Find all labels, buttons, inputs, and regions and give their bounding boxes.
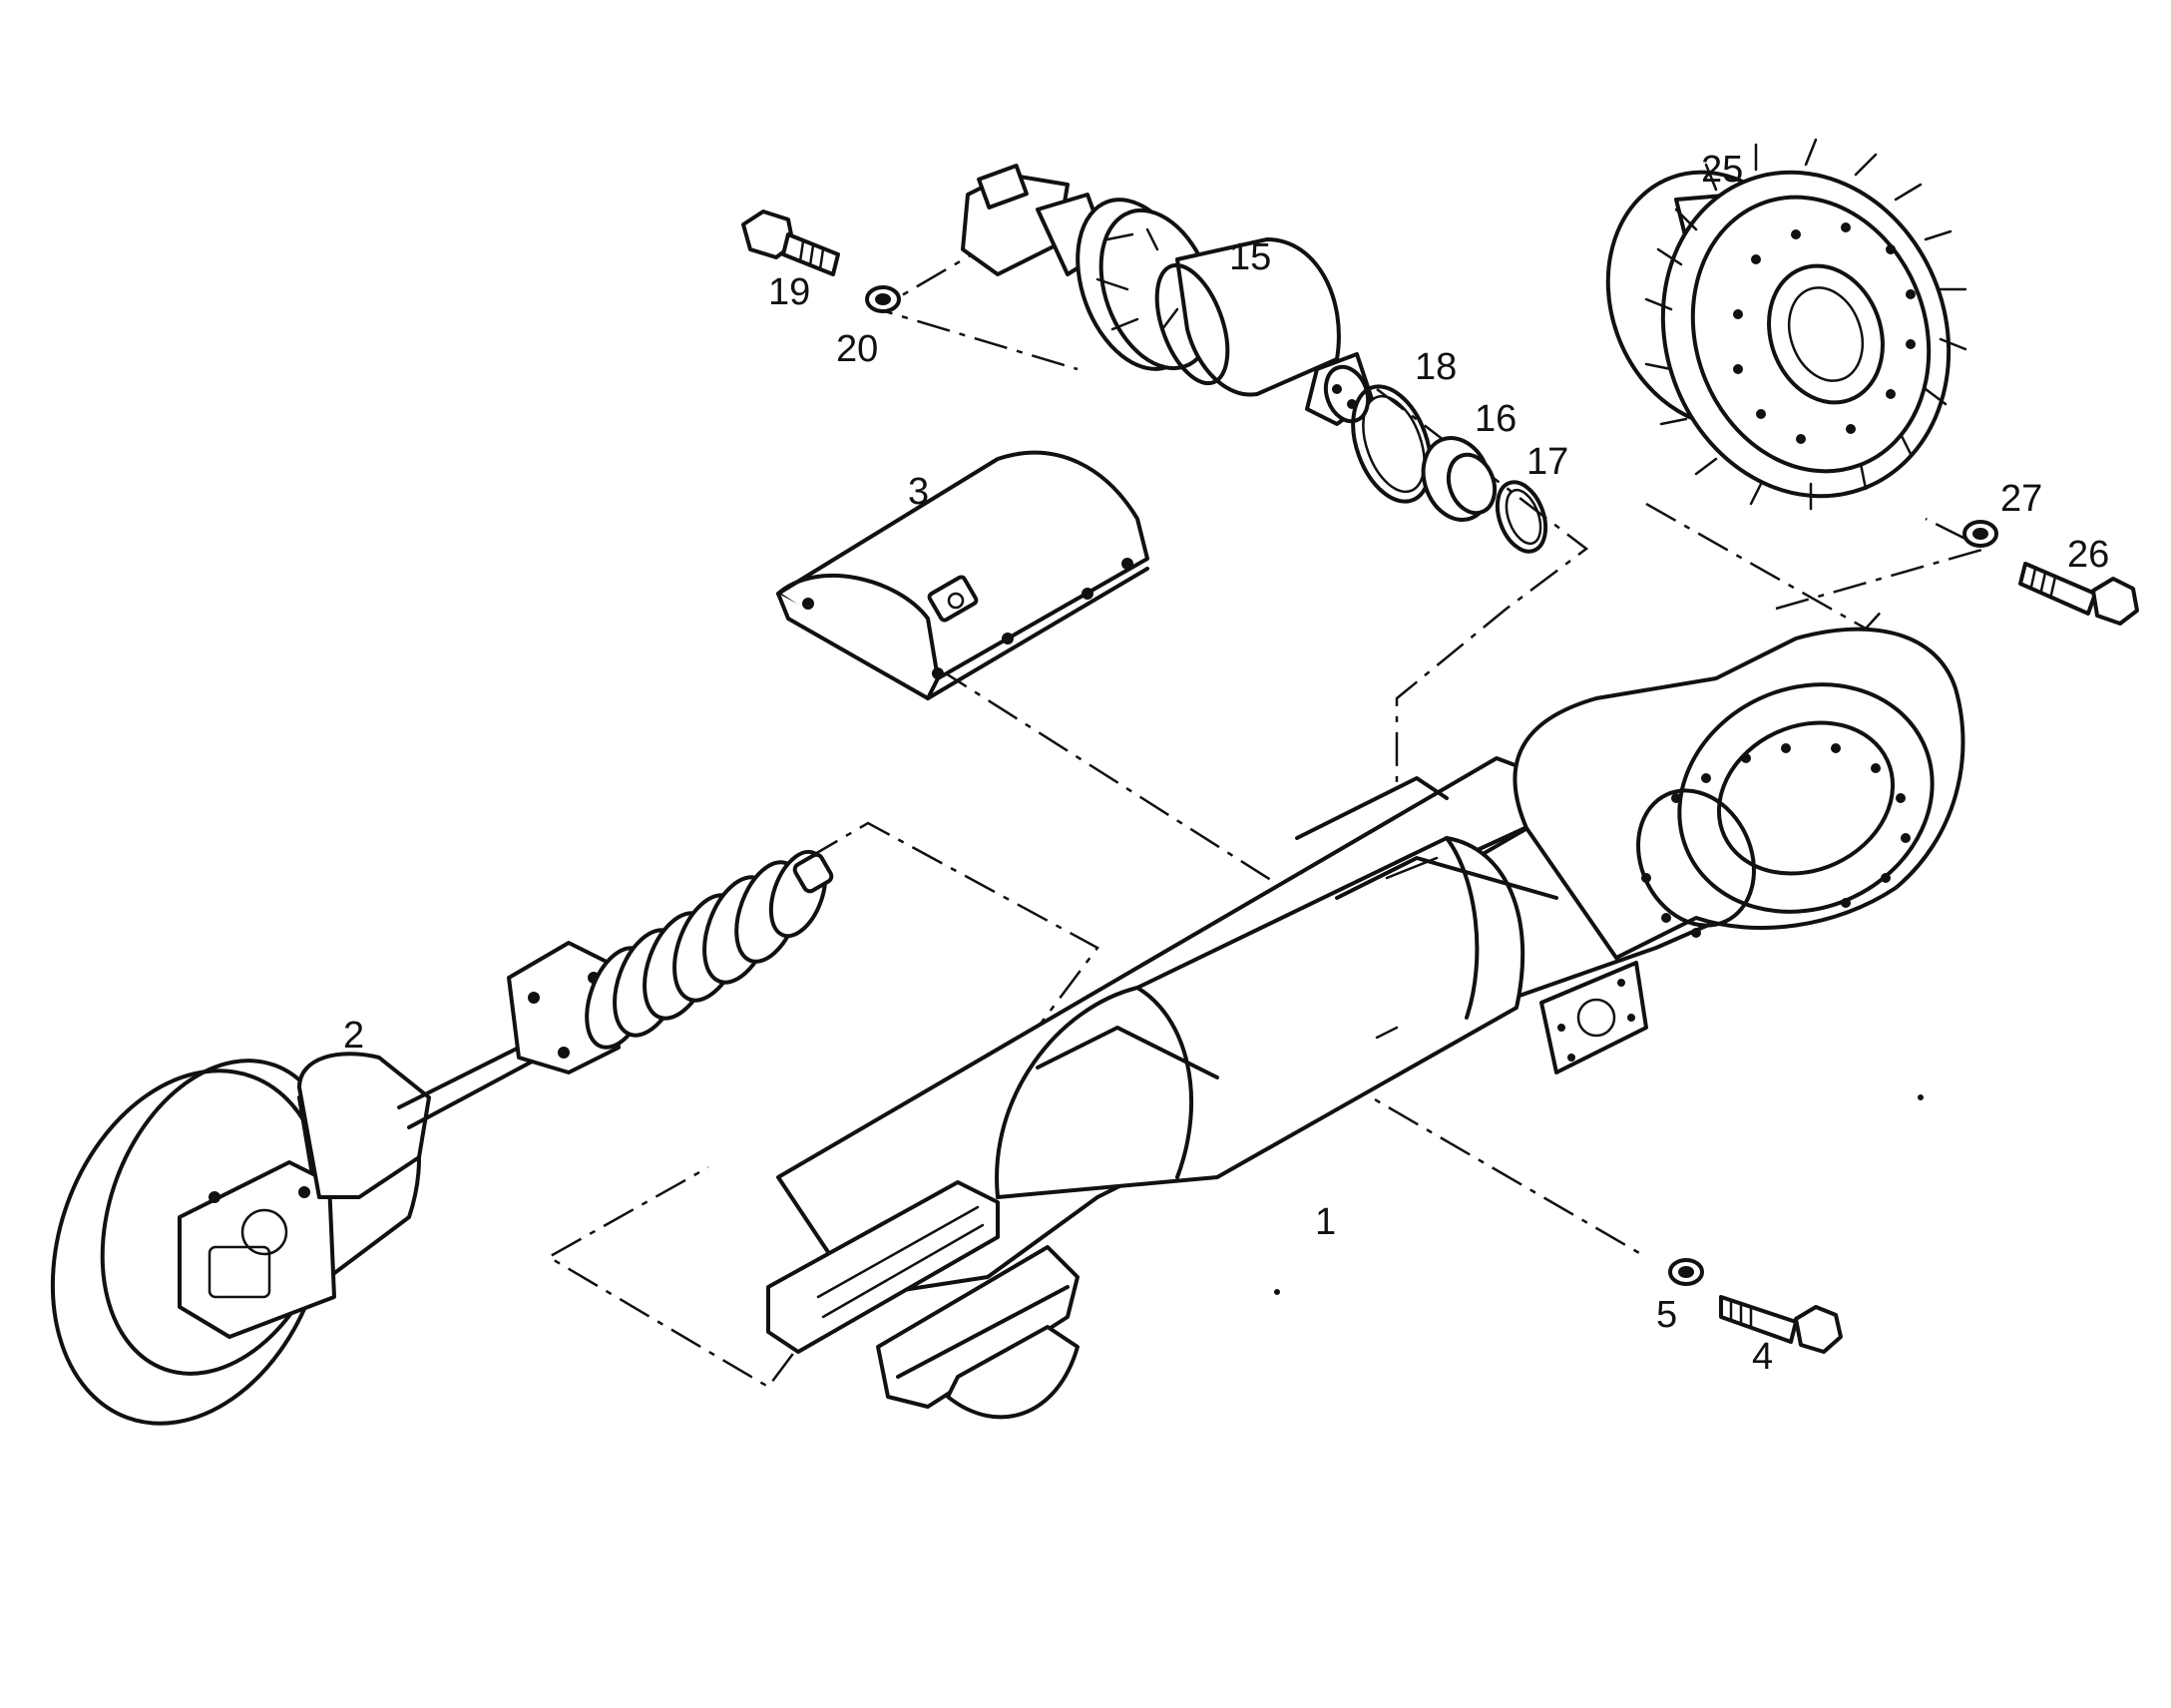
- callout-18: 18: [1415, 346, 1457, 388]
- sprocket-hub: [1605, 138, 1967, 511]
- callout-20: 20: [836, 328, 878, 370]
- callout-5: 5: [1656, 1294, 1677, 1336]
- cover-guard: [776, 450, 1149, 700]
- callout-4: 4: [1752, 1336, 1773, 1378]
- bolt-holes: [1641, 743, 1911, 938]
- callout-16: 16: [1475, 398, 1517, 440]
- callout-19: 19: [768, 271, 810, 313]
- callout-2: 2: [343, 1015, 364, 1057]
- bolt-19-washer-20: [741, 210, 901, 313]
- idler-wheel-assembly: [50, 849, 834, 1426]
- callout-15: 15: [1229, 236, 1271, 278]
- seal-and-o-rings: [1351, 384, 1548, 554]
- callout-1: 1: [1315, 1201, 1336, 1243]
- callout-25: 25: [1701, 149, 1743, 191]
- bolt-26-washer-27: [1962, 520, 2139, 626]
- track-frame: [766, 627, 1965, 1420]
- final-drive-shaft: [961, 164, 1374, 426]
- callout-17: 17: [1526, 441, 1568, 483]
- callout-3: 3: [908, 471, 929, 513]
- callout-26: 26: [2067, 534, 2109, 576]
- callout-27: 27: [2000, 478, 2042, 520]
- recoil-spring: [585, 849, 834, 1050]
- bolt-4-washer-5: [1668, 1258, 1843, 1354]
